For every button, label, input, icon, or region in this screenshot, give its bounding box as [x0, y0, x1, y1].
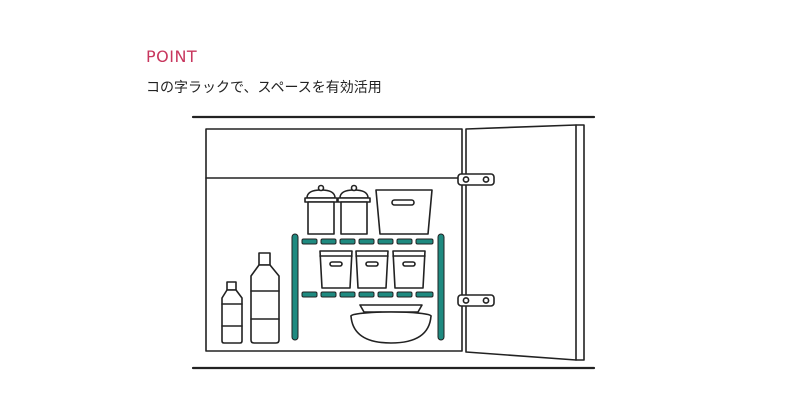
point-label: POINT	[146, 47, 198, 66]
bin-icon	[392, 250, 426, 289]
bottle-icon	[250, 252, 280, 344]
canister-icon	[337, 184, 371, 235]
cabinet-icon	[205, 128, 463, 352]
bin-icon	[319, 250, 353, 289]
hinge-icon	[457, 294, 495, 307]
bottle-icon	[221, 281, 243, 344]
bowl-icon	[350, 304, 432, 344]
point-description: コの字ラックで、スペースを有効活用	[146, 80, 382, 96]
rack-icon	[291, 233, 445, 341]
bin-icon	[355, 250, 389, 289]
bin-icon	[375, 189, 433, 235]
hinge-icon	[457, 173, 495, 186]
canister-icon	[304, 184, 338, 235]
door-icon	[465, 124, 585, 361]
